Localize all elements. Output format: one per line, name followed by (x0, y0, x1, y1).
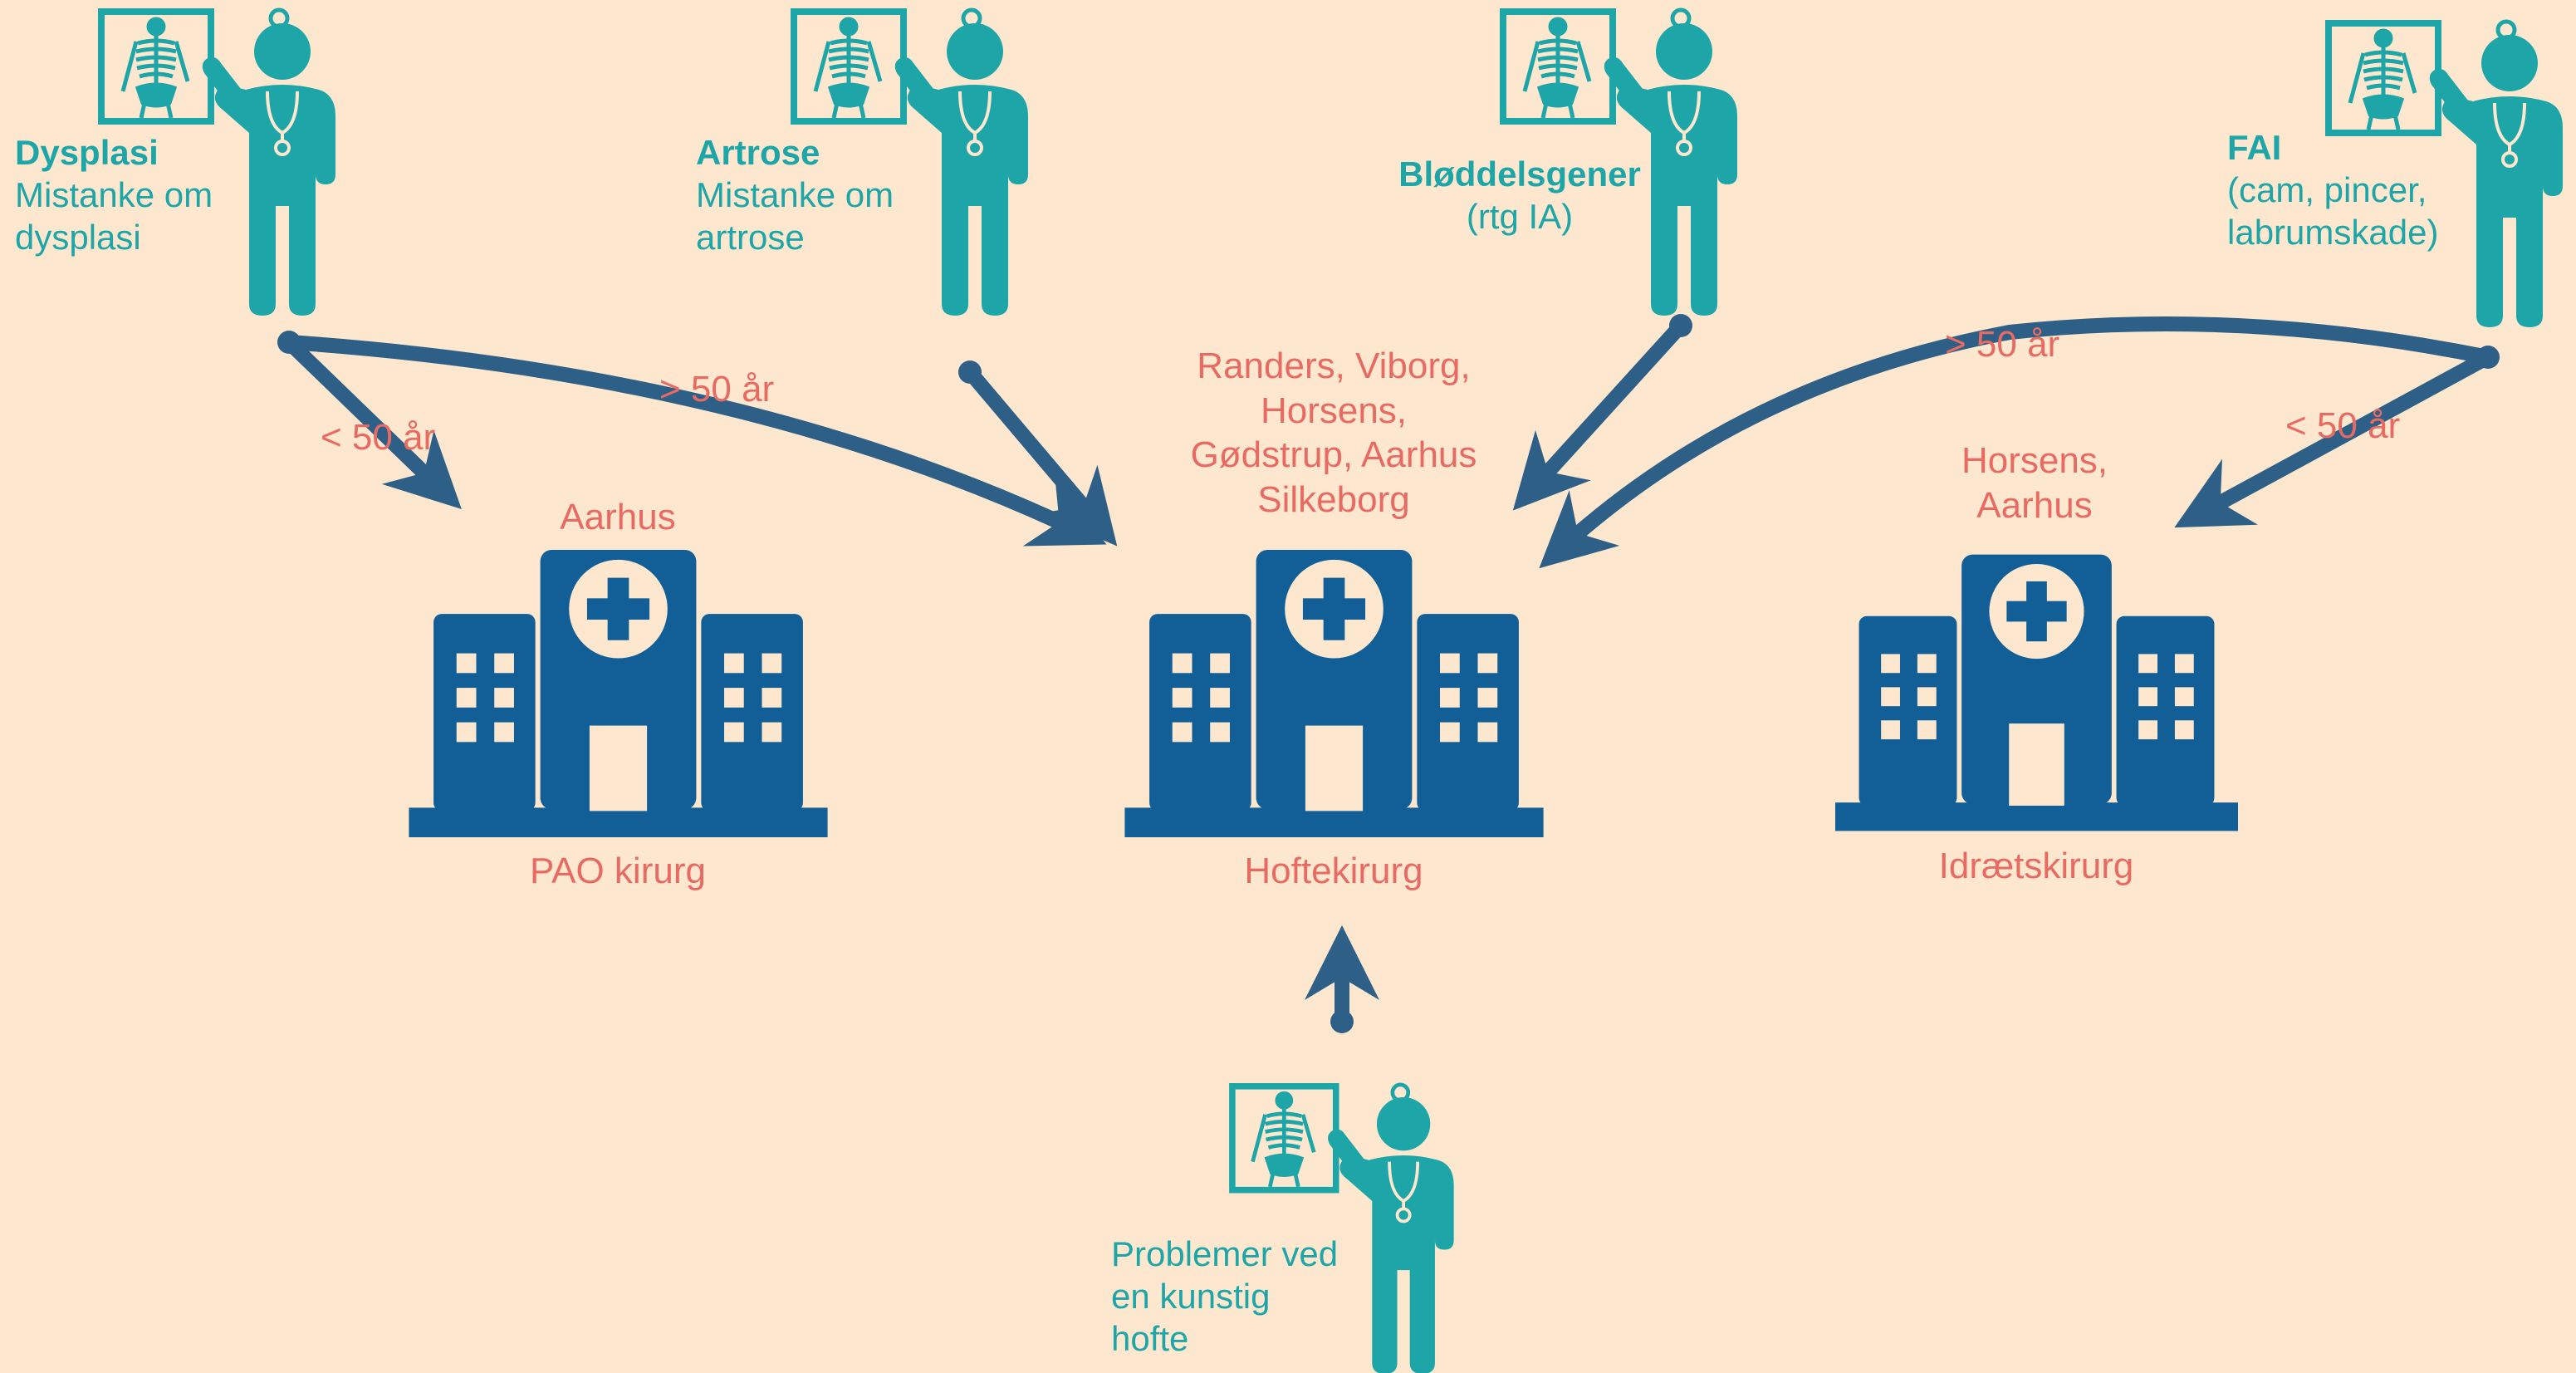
doctor-line: en kunstig (1111, 1277, 1271, 1317)
doctor-label-artrose: Artrose Mistanke om artrose (696, 131, 894, 259)
doctor-line: Mistanke om (15, 175, 213, 215)
doctor-line: Mistanke om (696, 175, 894, 215)
hospital-name-idraet: Idrætskirurg (1938, 846, 2134, 886)
doctor-line: (cam, pincer, (2227, 170, 2427, 210)
location-line: Silkeborg (1257, 479, 1410, 521)
hospital-name-pao: PAO kirurg (530, 851, 706, 891)
location-line: Gødstrup, Aarhus (1190, 434, 1477, 476)
doctor-line: (rtg IA) (1466, 197, 1574, 237)
doctor-title: FAI (2227, 128, 2282, 167)
hospital-locations-pao: Aarhus (493, 495, 742, 540)
location-line: Horsens, (1260, 390, 1408, 431)
location-line: Aarhus (560, 497, 676, 537)
doctor-line: dysplasi (15, 218, 141, 257)
arrow-artrose (962, 365, 1118, 547)
age-label-dysplasi-under-50: < 50 år (321, 417, 436, 458)
age-label-fai-over-50: > 50 år (1945, 324, 2060, 365)
doctor-line: artrose (696, 218, 805, 257)
doctor-title: Artrose (696, 133, 820, 172)
hospital-locations-hofte: Randers, Viborg, Horsens, Gødstrup, Aarh… (1126, 344, 1541, 522)
hospital-name-hofte: Hoftekirurg (1244, 851, 1423, 891)
arrow-fai-over-50 (1539, 316, 2495, 569)
hospital-icon (1835, 554, 2238, 831)
doctor-line: Problemer ved (1111, 1234, 1339, 1273)
doctor-line: labrumskade) (2227, 213, 2439, 253)
age-label-fai-under-50: < 50 år (2285, 405, 2401, 446)
doctor-label-kunstig-hofte: Problemer ved en kunstig hofte (1111, 1233, 1338, 1361)
location-line: Horsens, (1961, 440, 2108, 481)
hospital-icon (1124, 550, 1544, 837)
hospital-locations-idraet: Horsens, Aarhus (1910, 439, 2159, 527)
location-line: Aarhus (1976, 484, 2093, 526)
doctor-label-fai: FAI (cam, pincer, labrumskade) (2227, 126, 2438, 254)
doctor-label-dysplasi: Dysplasi Mistanke om dysplasi (15, 131, 213, 259)
location-line: Randers, Viborg, (1197, 346, 1471, 386)
age-label-dysplasi-over-50: > 50 år (659, 369, 775, 409)
arrow-bloddelsgener (1512, 318, 1688, 511)
arrow-dysplasi-under-50 (282, 335, 462, 510)
doctor-title: Dysplasi (15, 133, 159, 172)
arrow-fai-under-50 (2174, 350, 2495, 528)
arrow-dysplasi-over-50 (282, 335, 1107, 547)
hospital-icon (409, 550, 828, 837)
doctor-label-bloddelsgener: Bløddelsgener (rtg IA) (1379, 153, 1661, 238)
doctor-line: hofte (1111, 1319, 1189, 1359)
doctor-title: Bløddelsgener (1398, 154, 1641, 194)
